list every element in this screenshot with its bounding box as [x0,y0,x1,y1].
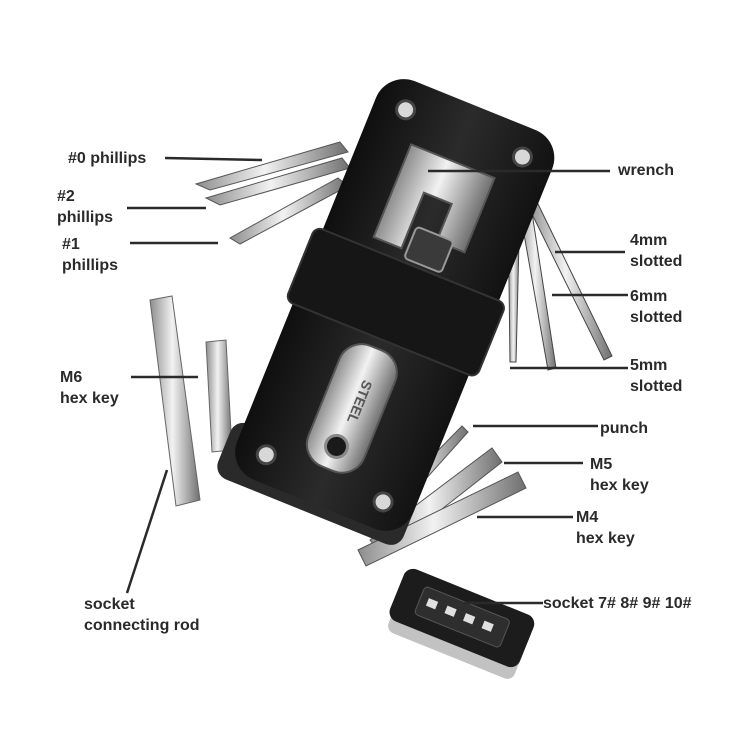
socket-10 [481,620,494,632]
label-phillips-0: #0 phillips [68,150,147,167]
hex-keys-left [149,295,233,507]
socket-module [388,568,535,679]
socket-7 [425,598,439,610]
m4-hex-key [357,471,527,567]
wrench-worm-gear [404,226,454,273]
screw-bottom-left [255,444,277,466]
label-punch: punch [600,420,648,437]
body-band [286,227,505,377]
leader-phillips-0 [164,156,263,162]
phillips-2-bit [204,157,351,206]
label-socket-sizes: socket 7# 8# 9# 10# [543,595,692,612]
leader-lines [125,156,628,605]
label-wrench: wrench [618,162,675,179]
wrench-handle-hole [323,433,349,459]
screw-top-left [395,99,417,121]
socket-9 [462,613,476,625]
socket-8 [444,605,457,617]
screw-top-right [511,146,533,168]
phillips-0-bit [194,141,349,191]
m6-hex-key [149,295,201,507]
leader-socket-rod [125,469,169,594]
tool-body: STEEL [217,79,555,545]
socket-connecting-rod [205,339,233,453]
screw-bottom-right [372,491,394,513]
